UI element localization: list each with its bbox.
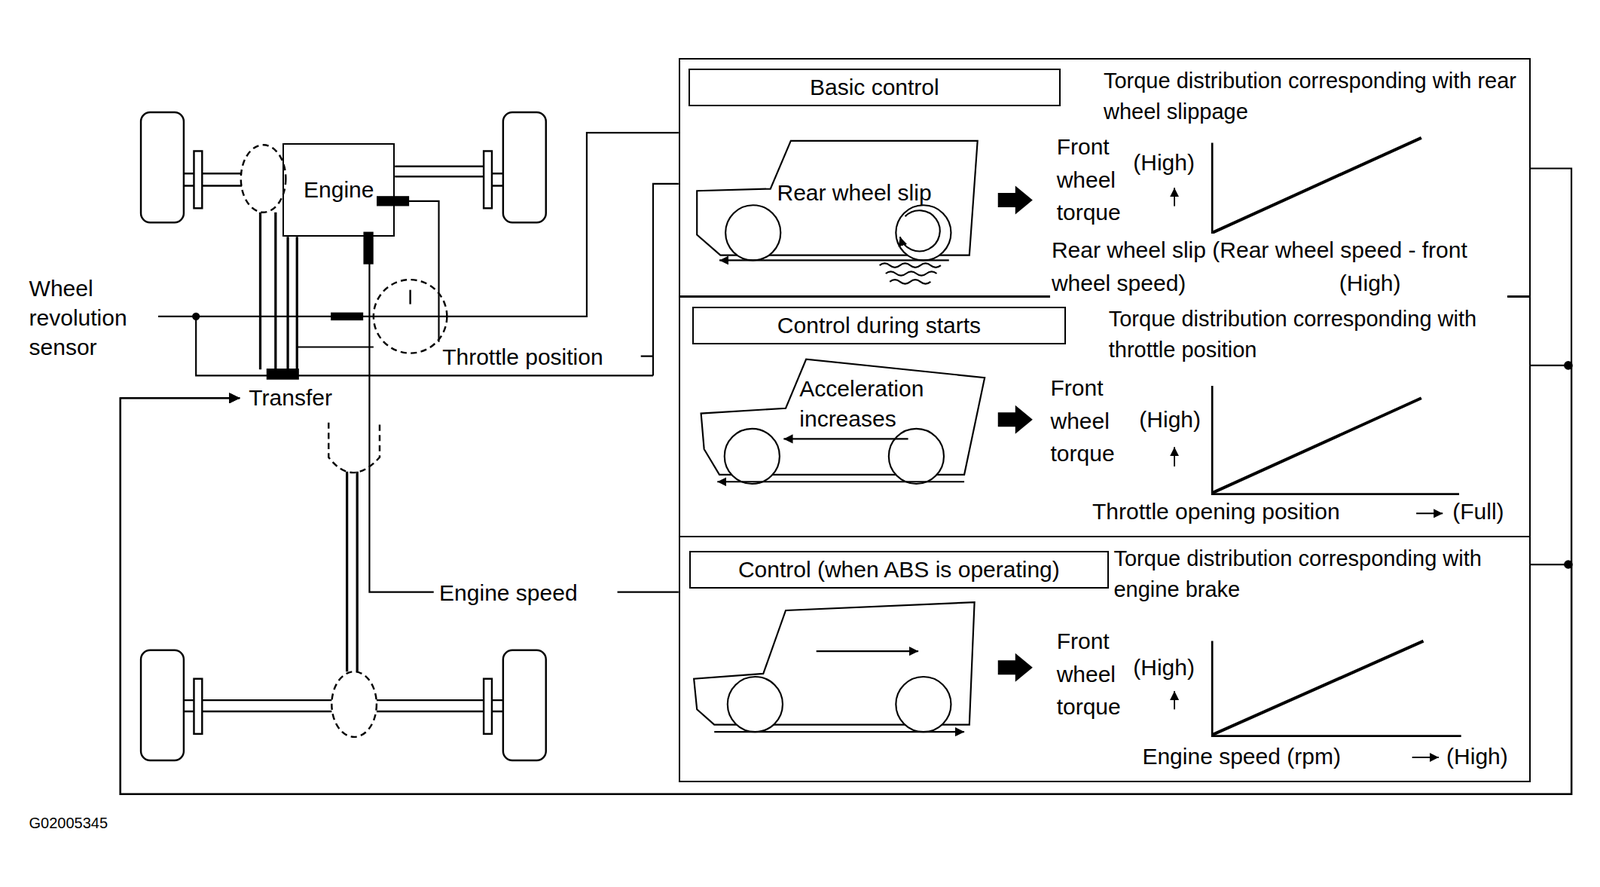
graph-part [1173,446,1176,467]
node-label: Control during starts [777,309,981,342]
car-illustration-part [717,480,965,483]
graph-label: Front wheel torque [1055,624,1139,724]
graph-part [1212,641,1461,736]
car-illustration-part [879,262,941,284]
signal-wire-part [195,316,654,376]
node-label: Basic control [809,71,940,104]
panel-heading: Basic control [688,68,1061,107]
signal-wire [158,132,1573,592]
car-illustration-part [895,204,951,260]
graph-label: Acceleration increases [797,373,956,435]
chassis-part [347,471,358,672]
signal-wire-part [408,201,440,342]
signal-wire-part [1564,361,1572,369]
panel-description: Torque distribution corresponding with r… [1103,65,1518,127]
signal-wire-part [641,183,679,376]
panel-heading: Control (when ABS is operating) [689,550,1109,589]
panel-description: Torque distribution corresponding with e… [1113,543,1527,605]
car-illustration-part [725,204,781,260]
chassis-part [364,232,373,264]
node-label: Engine [303,174,374,206]
car-illustration-part [714,730,965,733]
graph-label: Throttle opening position [1090,497,1342,526]
graph-part [1173,187,1176,206]
chassis-part [140,112,184,223]
chassis-part [503,112,547,223]
chassis [140,112,547,761]
chassis-part [241,144,287,212]
car-illustration-part [719,259,950,261]
feedback-connector [120,365,1572,794]
graph-label: Rear wheel slip [775,179,933,207]
graph-label: (Full) [1450,497,1506,526]
chassis-part [328,422,380,473]
graph-label: (High) [1137,406,1203,434]
chassis-part [483,678,492,734]
graph-label: Front wheel torque [1055,130,1139,230]
graph-label: (High) [1337,269,1403,297]
graph-label: (High) [1131,149,1197,177]
graph-label: Engine speed (rpm) [1140,742,1342,770]
feedback-connector [120,167,1572,794]
car-illustration-part [895,676,951,732]
car-illustration [693,140,985,732]
signal-wire-part [296,345,374,348]
chassis-part [183,699,504,712]
graph-part [1412,756,1439,758]
graph-part [1212,143,1460,236]
node-label: Control (when ABS is operating) [738,553,1060,586]
car-illustration-part [888,428,944,484]
signal-wire-part [1564,560,1572,568]
block-arrow-part [998,186,1033,215]
block-arrow-part [998,653,1033,682]
chassis-part [483,150,492,208]
engine-box: Engine [282,143,395,238]
graph [1174,137,1462,758]
car-illustration-part [816,650,919,652]
graph-part [1173,690,1176,709]
car-illustration-part [727,676,783,732]
graph-label: Front wheel torque [1049,371,1133,471]
chassis-part [267,369,299,379]
signal-label: Throttle position [440,343,605,371]
block-arrow [998,186,1033,682]
car-illustration-part [783,437,908,440]
chassis-part [503,650,547,761]
panel-description: Torque distribution corresponding with t… [1108,303,1523,365]
block-arrow-part [998,405,1033,434]
panel-heading: Control during starts [692,306,1066,345]
graph-part [1212,641,1423,736]
signal-wire-part [158,132,679,317]
graph-label: Rear wheel slip (Rear wheel speed - fron… [1050,233,1508,300]
chassis-part [193,678,202,734]
signal-label: Engine speed [437,579,580,607]
graph-part [1212,397,1422,493]
transfer-case: Transfer [239,373,342,423]
graph-label: (High) [1131,653,1197,681]
signal-wire-part [617,590,679,593]
graph-label: (High) [1444,742,1510,770]
chassis-part [331,671,377,737]
graph-part [1212,137,1422,233]
chassis-part [193,150,202,208]
figure-code: G02005345 [27,813,110,832]
chassis-part [377,196,409,205]
chassis-part [409,290,411,305]
graph-part [1416,512,1443,514]
signal-wire-part [369,262,434,592]
chassis-part [140,650,184,761]
car-illustration-part [724,428,780,484]
node-label: Transfer [248,381,333,414]
signal-label: Wheel revolution sensor [27,273,159,362]
car-illustration-part [900,210,941,251]
graph-part [1212,385,1460,495]
